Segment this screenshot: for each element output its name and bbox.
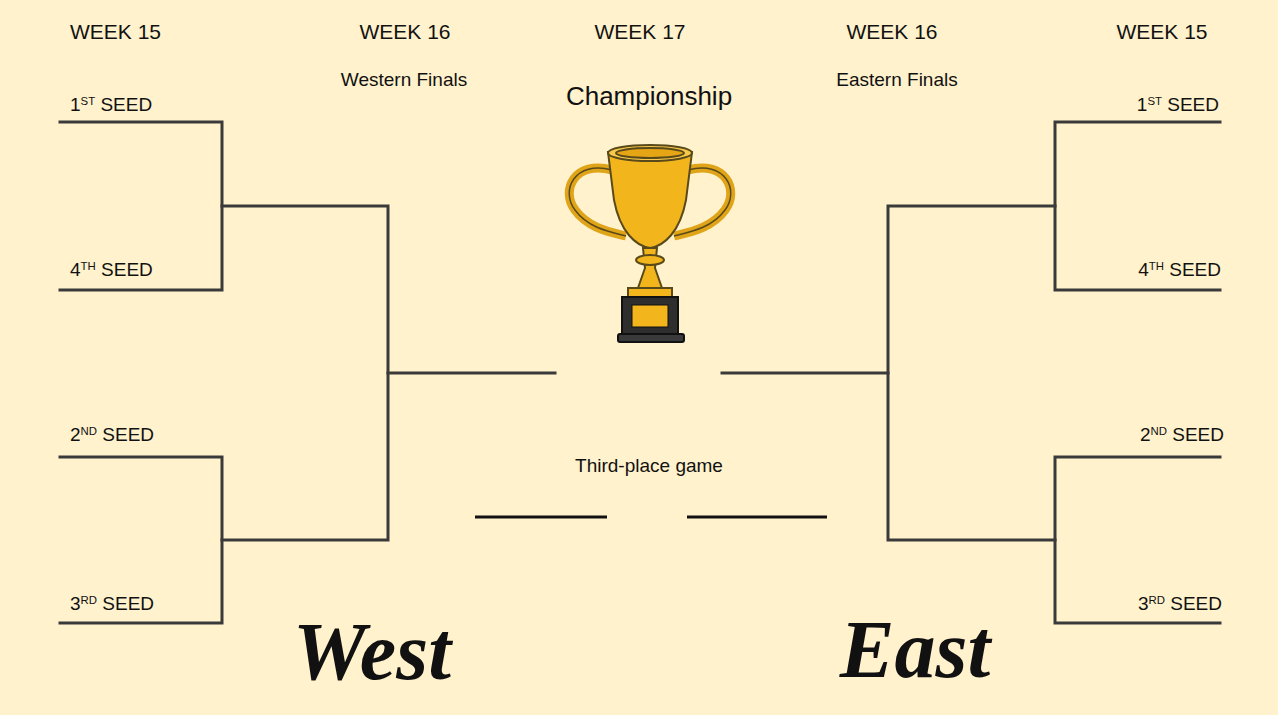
seed-label: 3RD SEED <box>1138 593 1222 615</box>
seed-label: 3RD SEED <box>70 593 154 615</box>
week-heading: WEEK 15 <box>1116 20 1207 44</box>
championship-heading: Championship <box>566 82 732 112</box>
third-place-lines <box>475 516 827 519</box>
week-heading: WEEK 16 <box>846 20 937 44</box>
seed-label: 2ND SEED <box>70 424 154 446</box>
round-name: Eastern Finals <box>836 69 957 91</box>
conference-name: East <box>840 603 990 697</box>
round-name: Western Finals <box>341 69 467 91</box>
seed-label: 1ST SEED <box>1137 94 1219 116</box>
week-heading: WEEK 16 <box>359 20 450 44</box>
third-place-label: Third-place game <box>575 455 723 477</box>
week-heading: WEEK 17 <box>594 20 685 44</box>
east-bracket <box>722 122 1220 623</box>
west-bracket <box>60 122 555 623</box>
seed-label: 4TH SEED <box>70 259 153 281</box>
seed-label: 4TH SEED <box>1138 259 1221 281</box>
conference-name: West <box>293 605 451 699</box>
seed-label: 1ST SEED <box>70 94 152 116</box>
trophy-icon <box>569 145 731 342</box>
week-heading: WEEK 15 <box>70 20 161 44</box>
seed-label: 2ND SEED <box>1140 424 1224 446</box>
